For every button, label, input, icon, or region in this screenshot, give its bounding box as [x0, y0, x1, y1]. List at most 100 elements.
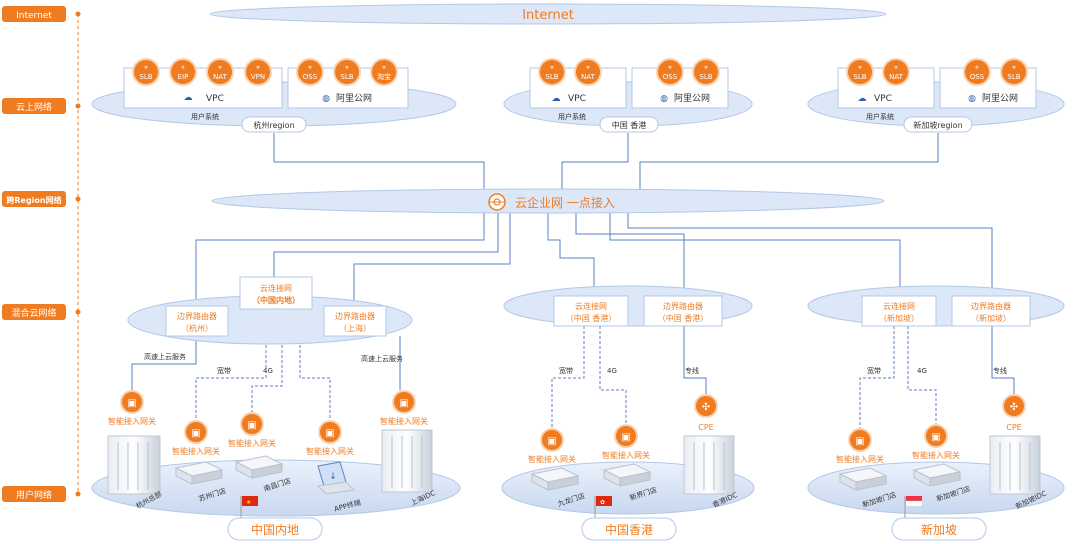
cloud-region-singapore: SLB⚬ NAT⚬ OSS⚬ SLB⚬ ☁ VPC ◍ 阿里公网 用户系统 新加…: [807, 58, 1065, 133]
smart-gateway[interactable]: ▣智能接入网关: [172, 420, 220, 456]
service-icon[interactable]: OSS⚬: [656, 58, 684, 86]
gateway-label: 智能接入网关: [228, 438, 276, 448]
smart-gateway[interactable]: ▣智能接入网关: [836, 428, 884, 464]
vpc-label: VPC: [206, 94, 224, 104]
globe-icon: ◍: [660, 94, 668, 104]
service-icon[interactable]: SLB⚬: [846, 58, 874, 86]
idc-building: [989, 435, 1041, 495]
service-icon[interactable]: OSS⚬: [296, 58, 324, 86]
svg-text:OSS: OSS: [303, 73, 318, 81]
service-icon[interactable]: NAT⚬: [882, 58, 910, 86]
vpc-label: VPC: [874, 94, 892, 104]
cloud-region-hongkong: SLB⚬ NAT⚬ OSS⚬ SLB⚬ ☁ VPC ◍ 阿里公网 用户系统 中国…: [503, 58, 753, 133]
link-label-leased: 专线: [685, 366, 699, 375]
gateway-label: 智能接入网关: [602, 450, 650, 460]
internet-ellipse: [209, 3, 887, 25]
svg-text:（中国 香港）: （中国 香港）: [566, 313, 617, 323]
link-label-4g: 4G: [607, 367, 617, 375]
globe-icon: ◍: [968, 94, 976, 104]
svg-text:跨Region网络: 跨Region网络: [6, 195, 61, 205]
cloud-icon: ☁: [858, 94, 867, 104]
svg-text:云连接网: 云连接网: [575, 301, 607, 311]
ccn-hk[interactable]: 云连接网 （中国 香港）: [553, 295, 629, 327]
smart-gateway[interactable]: ▣智能接入网关: [306, 420, 354, 456]
layer-label-cloud: 云上网络: [2, 98, 81, 114]
gateway-label: 智能接入网关: [108, 416, 156, 426]
smart-gateway[interactable]: ▣智能接入网关: [228, 412, 276, 448]
cpe-label: CPE: [698, 423, 713, 432]
svg-text:（上海）: （上海）: [339, 323, 371, 333]
border-router-hk[interactable]: 边界路由器 （中国 香港）: [643, 295, 723, 327]
svg-text:（中国 香港）: （中国 香港）: [658, 313, 709, 323]
globe-icon: ◍: [322, 94, 330, 104]
link-label-broadband: 宽带: [559, 366, 573, 375]
smart-gateway[interactable]: ▣智能接入网关: [528, 428, 576, 464]
cpe-label: CPE: [1006, 423, 1021, 432]
store-device: [234, 455, 284, 479]
service-icon[interactable]: SLB⚬: [333, 58, 361, 86]
svg-text:淘宝: 淘宝: [377, 72, 391, 81]
smart-gateway[interactable]: ▣智能接入网关: [602, 424, 650, 460]
border-router-sg[interactable]: 边界路由器 （新加坡）: [951, 295, 1031, 327]
svg-text:SLB: SLB: [139, 73, 152, 81]
region-tag: 杭州region: [253, 120, 294, 130]
cen-ellipse: [211, 188, 885, 214]
service-icon[interactable]: SLB⚬: [538, 58, 566, 86]
link-label-4g: 4G: [917, 367, 927, 375]
smart-gateway[interactable]: ▣ 智能接入网关: [912, 424, 960, 460]
svg-text:✿: ✿: [600, 499, 605, 506]
svg-text:云上网络: 云上网络: [16, 101, 52, 113]
idc-building: [683, 435, 735, 495]
svg-text:⚬: ⚬: [549, 63, 556, 72]
svg-text:边界路由器: 边界路由器: [971, 301, 1011, 311]
link-label-broadband: 宽带: [867, 366, 881, 375]
service-icon[interactable]: SLB⚬: [1000, 58, 1028, 86]
cloud-icon: ☁: [184, 93, 193, 103]
service-icon[interactable]: VPN⚬: [244, 58, 272, 86]
svg-text:⚬: ⚬: [255, 63, 262, 72]
link-label-4g: 4G: [263, 367, 273, 375]
gateway-icon: ▣: [399, 398, 408, 409]
gateway-label: 智能接入网关: [528, 454, 576, 464]
service-icon[interactable]: OSS⚬: [963, 58, 991, 86]
cpe-icon: ✣: [702, 402, 710, 413]
svg-text:⚬: ⚬: [893, 63, 900, 72]
link-label-leased: 专线: [993, 366, 1007, 375]
svg-text:NAT: NAT: [889, 73, 903, 81]
smart-gateway[interactable]: ▣智能接入网关: [380, 390, 428, 426]
cpe-device[interactable]: ✣ CPE: [1002, 394, 1026, 432]
cpe-device[interactable]: ✣ CPE: [694, 394, 718, 432]
gateway-label: 智能接入网关: [836, 454, 884, 464]
service-icon[interactable]: 淘宝⚬: [370, 58, 398, 86]
svg-text:新加坡: 新加坡: [921, 522, 957, 537]
svg-text:↓: ↓: [329, 472, 337, 482]
region-name-hk: 中国香港: [581, 517, 677, 541]
ccn-mainland[interactable]: 云连接网 （中国内地）: [239, 276, 313, 310]
user-system-label: 用户系统: [191, 112, 219, 121]
border-router-hangzhou[interactable]: 边界路由器 （杭州）: [165, 305, 229, 337]
ccn-sg[interactable]: 云连接网 （新加坡）: [861, 295, 937, 327]
svg-text:边界路由器: 边界路由器: [663, 301, 703, 311]
svg-text:NAT: NAT: [581, 73, 595, 81]
gateway-label: 智能接入网关: [912, 450, 960, 460]
svg-text:SLB: SLB: [1007, 73, 1020, 81]
service-icon[interactable]: SLB⚬: [132, 58, 160, 86]
service-icon[interactable]: SLB⚬: [692, 58, 720, 86]
smart-gateway[interactable]: ▣智能接入网关: [108, 390, 156, 426]
gateway-icon: ▣: [931, 432, 940, 443]
gateway-label: 智能接入网关: [172, 446, 220, 456]
store-device: [912, 463, 962, 487]
svg-text:⚬: ⚬: [974, 63, 981, 72]
service-icon[interactable]: EIP⚬: [169, 58, 197, 86]
svg-text:★: ★: [246, 499, 251, 506]
svg-text:⚬: ⚬: [703, 63, 710, 72]
gateways: ▣智能接入网关▣智能接入网关▣智能接入网关▣智能接入网关▣智能接入网关▣智能接入…: [108, 390, 1026, 464]
public-label: 阿里公网: [674, 93, 710, 104]
border-router-shanghai[interactable]: 边界路由器 （上海）: [323, 305, 387, 337]
gateway-label: 智能接入网关: [306, 446, 354, 456]
svg-text:SLB: SLB: [340, 73, 353, 81]
service-icon[interactable]: NAT⚬: [206, 58, 234, 86]
store-device: [530, 467, 580, 491]
cpe-icon: ✣: [1010, 402, 1018, 413]
service-icon[interactable]: NAT⚬: [574, 58, 602, 86]
